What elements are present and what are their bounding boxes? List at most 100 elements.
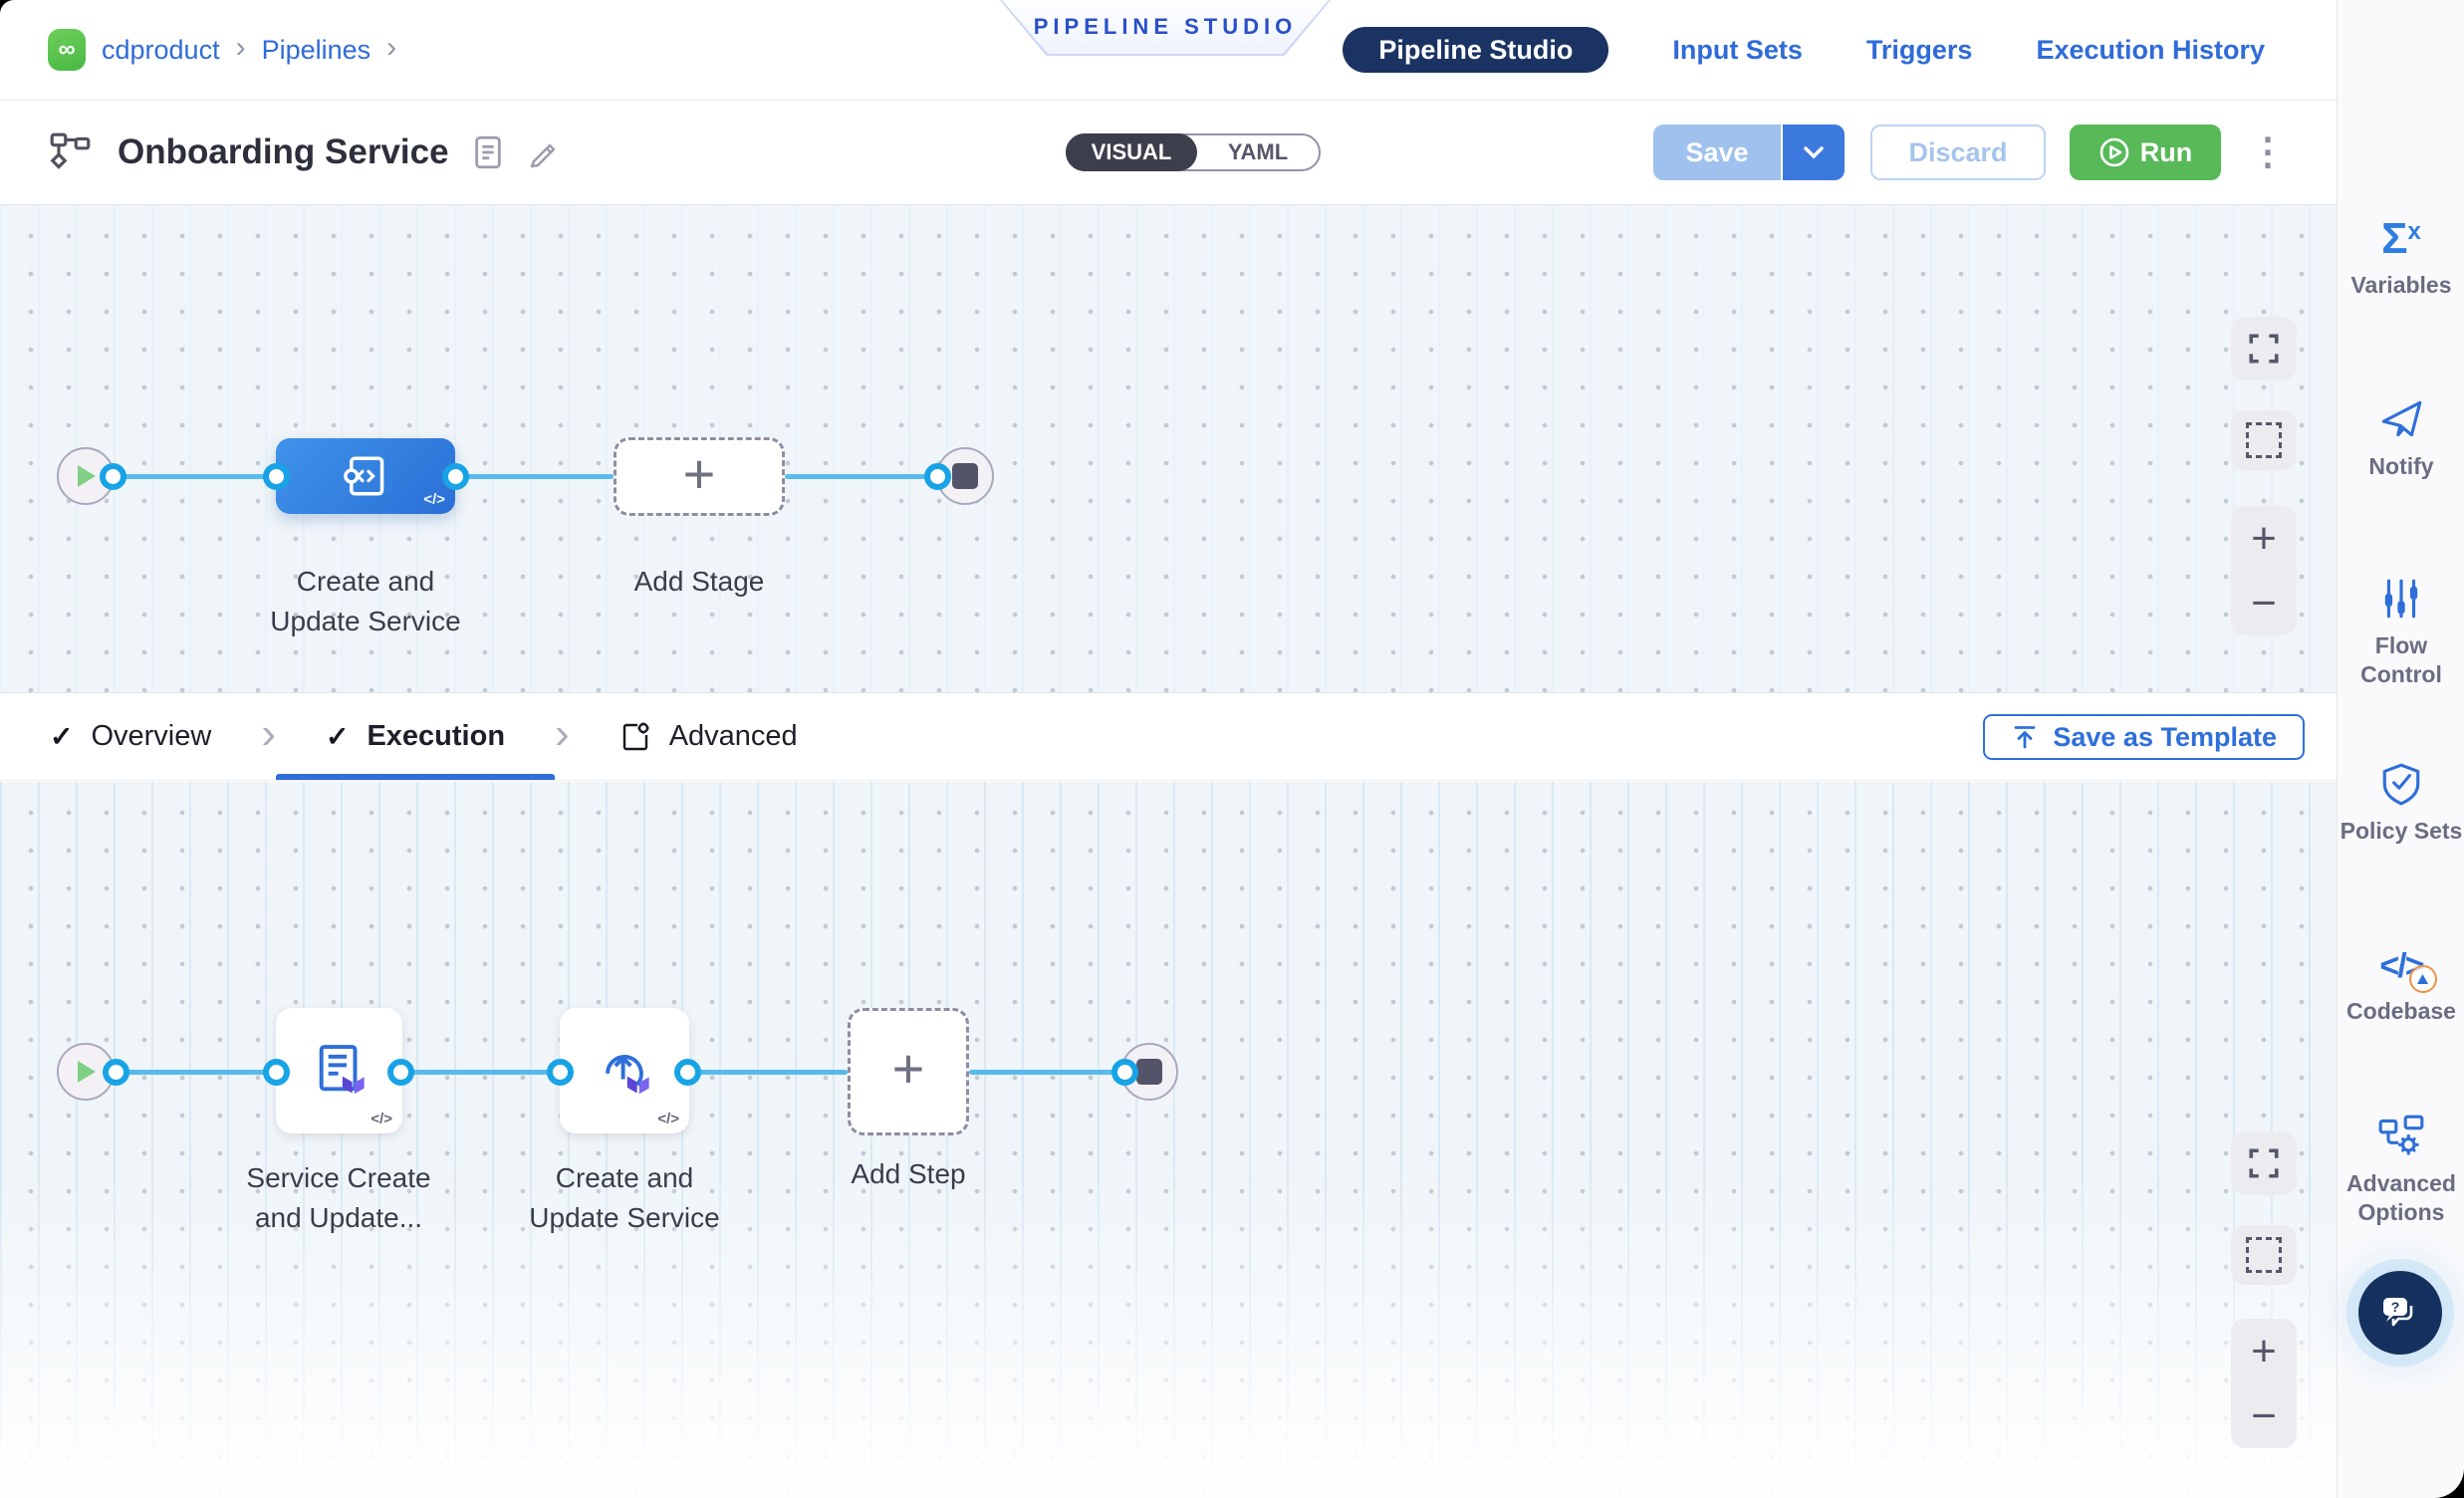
connector-port[interactable] [103, 1059, 129, 1086]
toolbar-actions: Save Discard Run ⋮ [1653, 125, 2287, 180]
plus-icon: + [891, 1037, 925, 1100]
save-as-template-button[interactable]: Save as Template [1983, 714, 2305, 760]
save-dropdown-button[interactable] [1783, 125, 1845, 180]
tab-advanced[interactable]: Advanced [570, 693, 848, 780]
marquee-select-icon [2246, 1237, 2282, 1273]
rail-item-flow-control[interactable]: Flow Control [2338, 576, 2464, 689]
custom-stage-icon [344, 456, 384, 496]
tab-execution-history[interactable]: Execution History [2036, 34, 2265, 65]
header-nav: Pipeline Studio Input Sets Triggers Exec… [1343, 0, 2265, 100]
stop-icon [952, 463, 978, 489]
pipeline-studio-banner: PIPELINE STUDIO [1000, 0, 1331, 56]
add-stage-label: Add Stage [633, 566, 765, 597]
fit-to-screen-button[interactable] [2231, 317, 2297, 380]
zoom-out-button[interactable]: − [2251, 1390, 2277, 1440]
multi-select-button[interactable] [2231, 1225, 2297, 1285]
breadcrumb-separator: › [235, 31, 246, 64]
step-node-create-and-update-service[interactable]: </> [560, 1008, 689, 1133]
step-node-service-create-and-update[interactable]: </> [276, 1008, 402, 1133]
step-code-glyph: </> [657, 1111, 679, 1127]
execution-canvas[interactable]: </> </> + Service Create and Update... [0, 782, 2337, 1498]
breadcrumb-project-link[interactable]: cdproduct [102, 34, 220, 65]
connector-port[interactable] [263, 463, 290, 490]
connector-port[interactable] [442, 463, 469, 490]
edge-connector [687, 1070, 848, 1075]
top-header: ∞ cdproduct › Pipelines › PIPELINE STUDI… [0, 0, 2337, 101]
run-play-icon [2099, 137, 2129, 167]
visual-yaml-toggle: VISUAL YAML [1066, 133, 1321, 171]
play-icon [78, 465, 96, 487]
edge-connector [86, 474, 276, 479]
codebase-warning-icon [2408, 964, 2437, 993]
rail-item-policy-sets[interactable]: Policy Sets [2338, 761, 2464, 846]
breadcrumb-separator: › [386, 31, 397, 64]
tab-overview[interactable]: ✓ Overview [50, 720, 212, 752]
check-icon: ✓ [50, 721, 74, 752]
fit-to-screen-button[interactable] [2231, 1131, 2297, 1195]
tab-separator-chevron-icon: › [555, 708, 570, 758]
connector-port[interactable] [100, 463, 126, 490]
multi-select-button[interactable] [2231, 410, 2297, 470]
add-stage-button[interactable]: + [614, 437, 785, 516]
rail-item-notify[interactable]: Notify [2338, 396, 2464, 481]
connector-port[interactable] [547, 1059, 574, 1086]
zoom-in-button[interactable]: + [2251, 513, 2277, 563]
zoom-out-button[interactable]: − [2251, 578, 2277, 627]
canvas-fade [0, 782, 2337, 1498]
toggle-visual[interactable]: VISUAL [1066, 133, 1197, 171]
window-corner-mask [0, 0, 18, 18]
discard-button[interactable]: Discard [1870, 125, 2046, 180]
connector-port[interactable] [1111, 1059, 1138, 1086]
svg-text:?: ? [2391, 1299, 2400, 1315]
connector-port[interactable] [263, 1059, 290, 1086]
stage-canvas[interactable]: </> + Create and Update Service Add Stag… [0, 205, 2337, 692]
stop-icon [1136, 1059, 1162, 1085]
rail-item-variables[interactable]: Σx Variables [2350, 214, 2452, 299]
execution-end-node[interactable] [1120, 1043, 1178, 1101]
pipeline-toolbar: Onboarding Service VISUAL YAML Save [0, 101, 2337, 205]
edit-pencil-icon[interactable] [527, 136, 559, 168]
notify-paper-plane-icon [2381, 400, 2422, 437]
codebase-code-icon: </> [2379, 946, 2437, 993]
check-icon: ✓ [325, 721, 350, 752]
more-options-menu[interactable]: ⋮ [2249, 130, 2287, 173]
flow-control-sliders-icon [2384, 579, 2418, 619]
edge-connector [969, 1070, 1124, 1075]
connector-port[interactable] [924, 463, 951, 490]
description-icon[interactable] [473, 135, 503, 169]
tab-execution[interactable]: ✓ Execution [275, 693, 556, 780]
toggle-yaml[interactable]: YAML [1227, 139, 1289, 164]
edge-connector [400, 1070, 560, 1075]
pipeline-start-node[interactable] [57, 447, 115, 505]
connector-port[interactable] [674, 1059, 701, 1086]
banner-text: PIPELINE STUDIO [1033, 14, 1298, 39]
save-button[interactable]: Save [1653, 125, 1781, 180]
help-chat-button[interactable]: ? [2358, 1271, 2442, 1355]
pipeline-title: Onboarding Service [118, 132, 449, 171]
chat-question-icon: ? [2383, 1298, 2413, 1327]
marquee-select-icon [2246, 422, 2282, 458]
breadcrumb-pipelines-link[interactable]: Pipelines [261, 34, 371, 65]
rail-item-advanced-options[interactable]: Advanced Options [2338, 1114, 2464, 1227]
plus-icon: + [682, 441, 716, 505]
step-node-label: Service Create and Update... [246, 1162, 431, 1233]
edge-connector [86, 1070, 276, 1075]
zoom-in-button[interactable]: + [2251, 1326, 2277, 1375]
edge-connector [455, 474, 614, 479]
add-step-button[interactable]: + [848, 1008, 969, 1135]
stage-node-create-and-update-service[interactable]: </> [276, 438, 455, 514]
connector-port[interactable] [387, 1059, 414, 1086]
rail-item-codebase[interactable]: </> Codebase [2346, 946, 2456, 1024]
pipeline-graph-icon [48, 129, 94, 175]
advanced-doc-gear-icon [622, 722, 649, 750]
upload-icon [2014, 726, 2036, 749]
run-button[interactable]: Run [2070, 125, 2221, 180]
tab-triggers[interactable]: Triggers [1865, 34, 1973, 65]
tab-input-sets[interactable]: Input Sets [1672, 34, 1803, 65]
harness-logo-icon[interactable]: ∞ [48, 29, 86, 71]
zoom-controls: + − [2231, 1319, 2297, 1448]
chevron-down-icon [1804, 146, 1824, 159]
tab-separator-chevron-icon: › [261, 708, 276, 758]
tab-pipeline-studio[interactable]: Pipeline Studio [1343, 27, 1609, 73]
